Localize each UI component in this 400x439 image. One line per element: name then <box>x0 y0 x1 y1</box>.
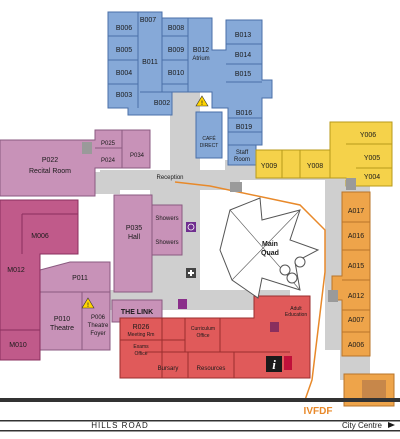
room-theatre: Theatre <box>50 325 74 332</box>
room-b009: B009 <box>168 47 184 54</box>
ivfdf-label: IVFDF <box>304 406 333 417</box>
block-m: M006 M012 M010 <box>0 199 79 361</box>
room-p024: P024 <box>101 158 116 164</box>
room-p035: P035 <box>126 225 142 232</box>
room-b006: B006 <box>116 25 132 32</box>
room-r026: R026 <box>133 324 150 331</box>
main-quad: Main Quad <box>219 197 320 299</box>
room-p011: P011 <box>72 275 88 282</box>
room-b011: B011 <box>142 59 158 66</box>
info-icon: i <box>266 356 282 372</box>
room-a007: A007 <box>348 317 364 324</box>
room-y008: Y008 <box>307 163 323 170</box>
room-recital: Recital Room <box>29 168 71 175</box>
svg-text:!: ! <box>201 101 203 107</box>
exams-label-2: Office <box>135 351 148 357</box>
room-b003: B003 <box>116 92 132 99</box>
showers-label-2: Showers <box>155 240 178 246</box>
room-b007: B007 <box>140 17 156 24</box>
adult-education-label-2: Education <box>285 312 307 318</box>
stairs <box>82 142 356 302</box>
room-b015: B015 <box>235 71 251 78</box>
room-b013: B013 <box>235 32 251 39</box>
staff-room-label-1: Staff <box>236 150 249 156</box>
warning-icon: ! <box>195 95 209 107</box>
room-p006: P006 <box>91 315 106 321</box>
hills-road-label: HILLS ROAD <box>91 421 149 430</box>
room-y006: Y006 <box>360 132 376 139</box>
main-quad-label-1: Main <box>262 241 278 248</box>
showers-label-1: Showers <box>155 216 178 222</box>
toilet-icon <box>284 356 292 370</box>
room-atrium: Atrium <box>192 56 209 62</box>
room-a012: A012 <box>348 293 364 300</box>
arrow-right-icon <box>388 422 395 428</box>
city-centre-label: City Centre <box>342 421 383 430</box>
cafe-label-2: DIRECT <box>200 143 219 149</box>
the-link-label: THE LINK <box>121 309 153 316</box>
room-hall: Hall <box>128 234 141 241</box>
room-b014: B014 <box>235 52 251 59</box>
curriculum-label-1: Curriculum <box>191 326 215 332</box>
room-b005: B005 <box>116 47 132 54</box>
first-aid-icon <box>186 268 196 278</box>
theatre-foyer-1: Theatre <box>88 323 109 329</box>
hills-road: HILLS ROAD City Centre IVFDF <box>0 398 400 432</box>
room-p025: P025 <box>101 141 116 147</box>
block-a: A017 A016 A015 A012 A007 A006 <box>331 191 395 407</box>
block-p: P025 P024 P034 P022 Recital Room P035 Ha… <box>0 129 183 351</box>
reception-label: Reception <box>156 175 183 181</box>
room-b002: B002 <box>154 100 170 107</box>
room-p022: P022 <box>42 157 58 164</box>
main-quad-label-2: Quad <box>261 250 279 257</box>
resources-label: Resources <box>197 366 226 372</box>
room-b016: B016 <box>236 110 252 117</box>
ivfdf-route <box>174 181 326 401</box>
room-a015: A015 <box>348 263 364 270</box>
room-b019: B019 <box>236 124 252 131</box>
block-y: Y009 Y008 Y006 Y005 Y004 <box>255 121 393 187</box>
meeting-room-label: Meeting Rm <box>128 332 155 338</box>
room-a016: A016 <box>348 233 364 240</box>
room-y005: Y005 <box>364 155 380 162</box>
room-b004: B004 <box>116 70 132 77</box>
toilet-icon <box>270 322 279 332</box>
room-b012: B012 <box>193 47 209 54</box>
cafe-label-1: CAFÉ <box>202 135 216 142</box>
wheelchair-icon <box>186 222 196 232</box>
theatre-foyer-2: Foyer <box>90 331 105 337</box>
bursary-label: Bursary <box>158 366 179 372</box>
room-m006: M006 <box>31 233 49 240</box>
staff-room-label-2: Room <box>234 157 250 163</box>
cafe-direct <box>195 111 223 159</box>
room-m010: M010 <box>9 342 27 349</box>
showers-block <box>151 204 183 256</box>
block-r: R026 Meeting Rm Exams Office Curriculum … <box>119 295 311 379</box>
block-b: B007 B008 B006 B005 B009 B012 Atrium B00… <box>107 11 273 166</box>
warning-icon: ! <box>81 297 95 309</box>
room-p034: P034 <box>130 153 145 159</box>
room-a017: A017 <box>348 208 364 215</box>
svg-text:!: ! <box>87 303 89 309</box>
room-m012: M012 <box>7 267 25 274</box>
room-y009: Y009 <box>261 163 277 170</box>
room-p010: P010 <box>54 316 70 323</box>
room-y004: Y004 <box>364 174 380 181</box>
room-b008: B008 <box>168 25 184 32</box>
curriculum-label-2: Office <box>197 333 210 339</box>
adult-education-label-1: Adult <box>290 306 302 312</box>
room-a006: A006 <box>348 342 364 349</box>
room-b010: B010 <box>168 70 184 77</box>
a-annex-stairs <box>362 380 386 400</box>
svg-text:i: i <box>272 357 276 372</box>
lift-icon <box>178 299 187 309</box>
exams-label-1: Exams <box>133 344 149 350</box>
